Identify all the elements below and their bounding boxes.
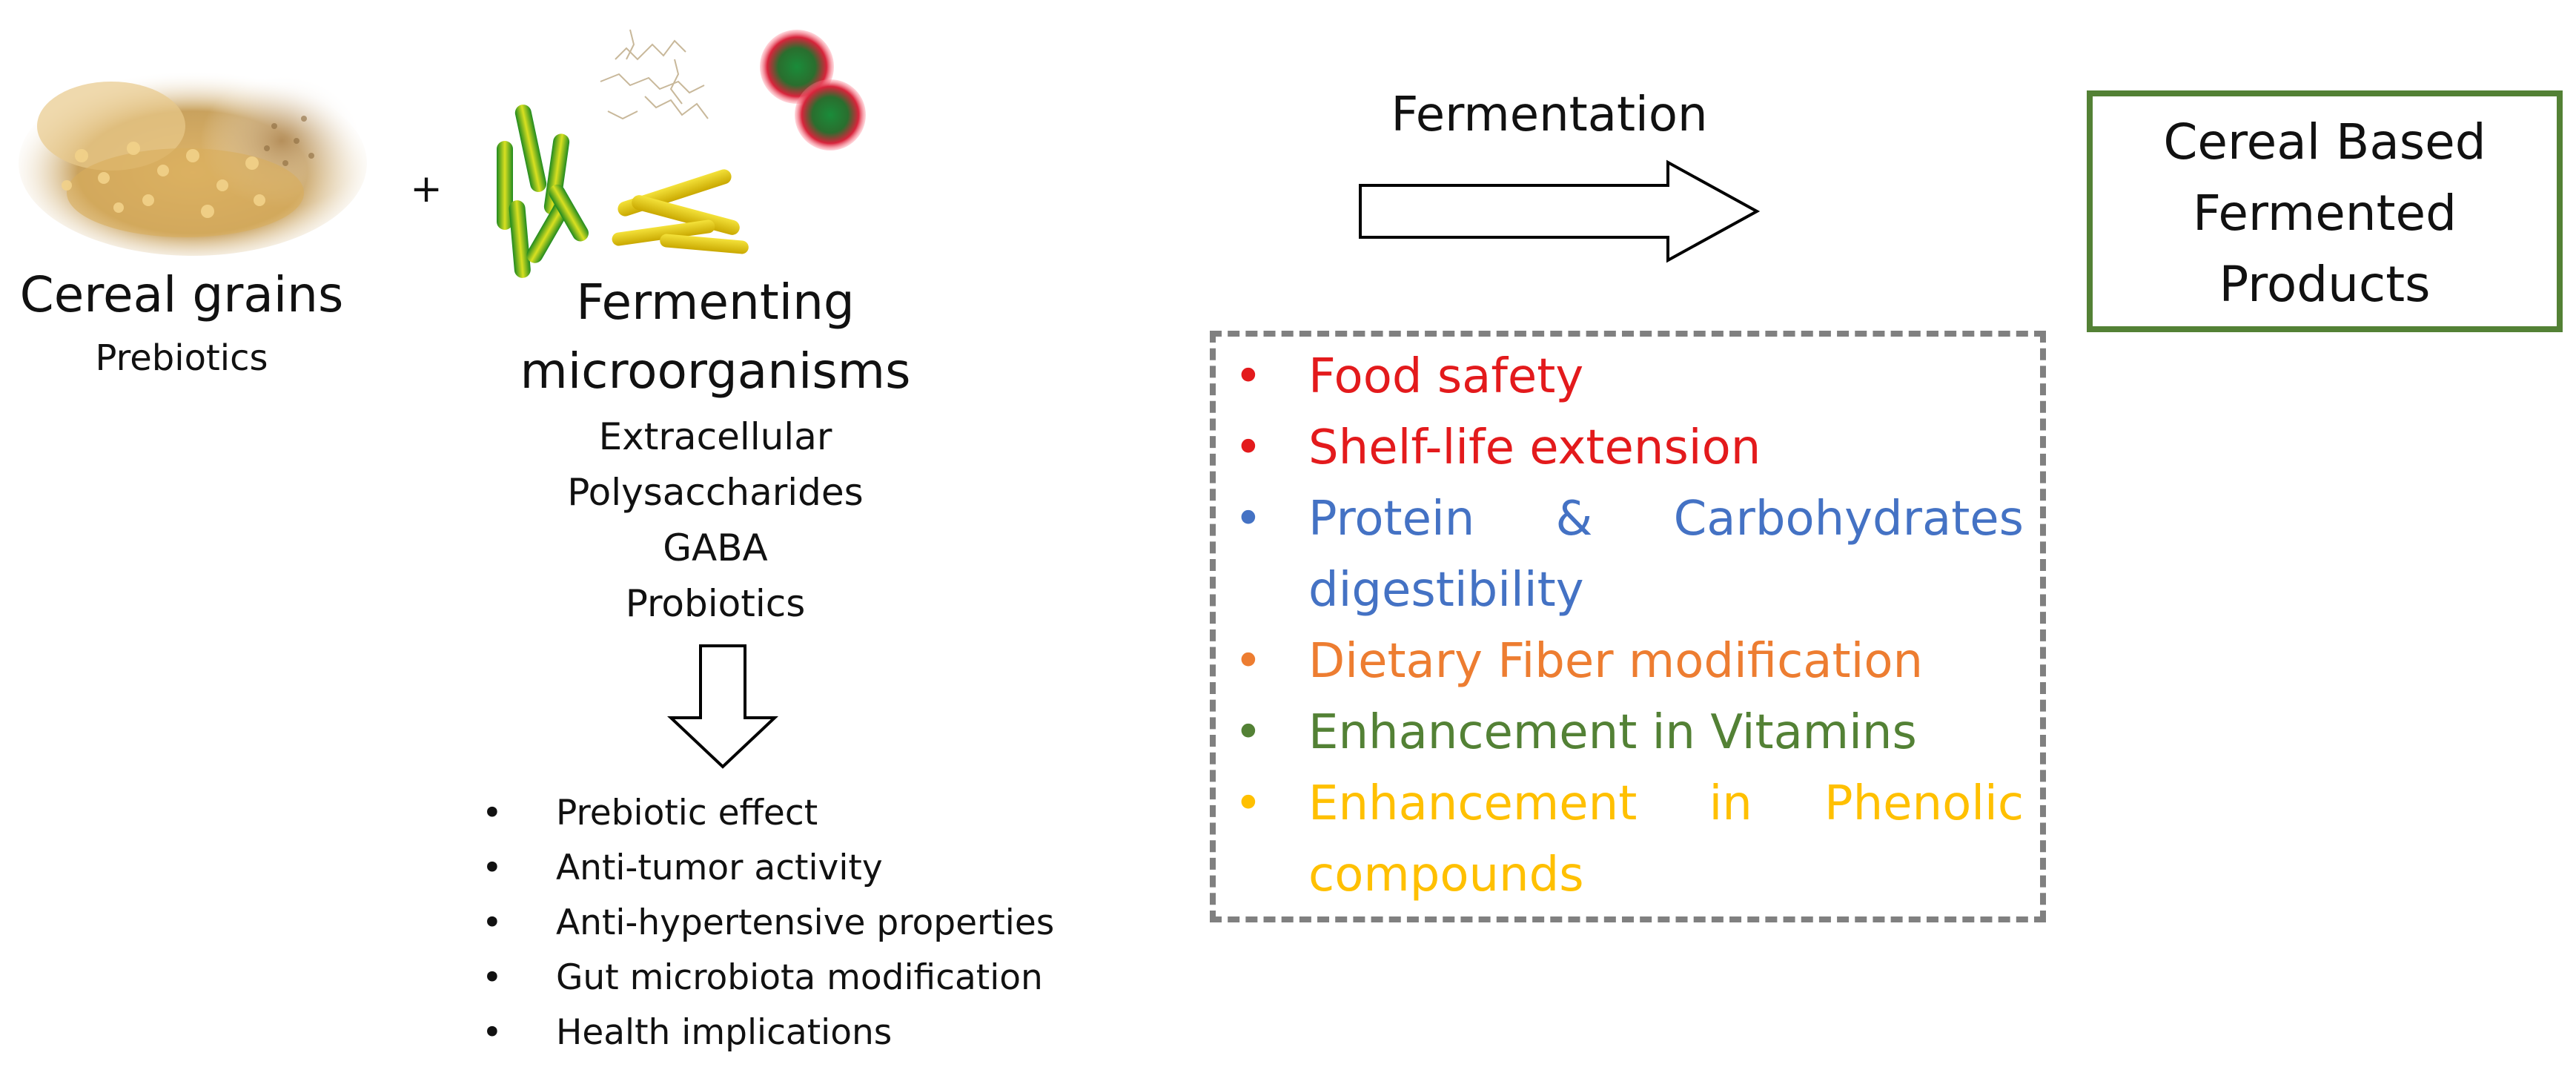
health-benefits-list: Prebiotic effect Anti-tumor activity Ant…: [474, 786, 1142, 1060]
outcome-text-continued: compounds: [1308, 848, 1584, 902]
outcome-bullet: •: [1234, 420, 1262, 475]
metabolite-item: Extracellular: [598, 415, 832, 458]
outcome-item: • Enhancement in Phenolic compounds: [1231, 768, 2024, 911]
outcome-bullet: •: [1234, 349, 1262, 404]
outcome-text: Enhancement in Phenolic: [1308, 776, 2024, 831]
product-title-line: Products: [2219, 256, 2431, 313]
right-arrow-icon: [1359, 159, 1761, 263]
outcome-item: • Dietary Fiber modification: [1231, 626, 2024, 697]
down-arrow-icon: [667, 644, 778, 769]
outcomes-list: • Food safety • Shelf-life extension • P…: [1231, 341, 2024, 911]
cereal-grains-subtitle: Prebiotics: [95, 337, 268, 379]
microorganisms-title-line1: Fermenting: [576, 274, 855, 331]
cereal-grains-illustration: [19, 70, 367, 256]
metabolites-list: Extracellular Polysaccharides GABA Probi…: [504, 409, 927, 632]
outcome-bullet: •: [1234, 776, 1262, 831]
outcome-text: Food safety: [1308, 349, 1584, 404]
outcome-text: Protein & Carbohydrates: [1308, 492, 2024, 546]
microorganisms-title-line2: microorganisms: [520, 343, 911, 400]
metabolite-item: Polysaccharides: [567, 471, 864, 514]
plus-sign: +: [410, 167, 443, 211]
outcome-bullet: •: [1234, 492, 1262, 546]
cereal-grains-title: Cereal grains: [19, 266, 344, 323]
outcome-text-continued: digestibility: [1308, 563, 1584, 618]
list-item: Gut microbiota modification: [474, 951, 1142, 1005]
outcome-text: Shelf-life extension: [1308, 420, 1761, 475]
outcome-item: • Protein & Carbohydrates digestibility: [1231, 483, 2024, 626]
product-title-line: Fermented: [2192, 185, 2457, 242]
outcome-item: • Shelf-life extension: [1231, 412, 2024, 483]
metabolite-item: GABA: [663, 526, 768, 569]
list-item: Prebiotic effect: [474, 786, 1142, 841]
fermentation-label: Fermentation: [1391, 87, 1708, 142]
product-title: Cereal Based Fermented Products: [2087, 107, 2563, 320]
metabolite-item: Probiotics: [625, 582, 806, 625]
microorganisms-illustration: [497, 29, 866, 278]
outcome-item: • Enhancement in Vitamins: [1231, 697, 2024, 768]
outcome-text: Enhancement in Vitamins: [1308, 705, 1917, 760]
product-title-line: Cereal Based: [2163, 113, 2486, 171]
product-box: [2087, 90, 2563, 332]
outcome-item: • Food safety: [1231, 341, 2024, 412]
list-item: Anti-tumor activity: [474, 841, 1142, 896]
outcomes-box: [1210, 331, 2046, 922]
list-item: Health implications: [474, 1005, 1142, 1060]
outcome-text: Dietary Fiber modification: [1308, 634, 1924, 689]
outcome-bullet: •: [1234, 705, 1262, 760]
outcome-bullet: •: [1234, 634, 1262, 689]
list-item: Anti-hypertensive properties: [474, 896, 1142, 951]
